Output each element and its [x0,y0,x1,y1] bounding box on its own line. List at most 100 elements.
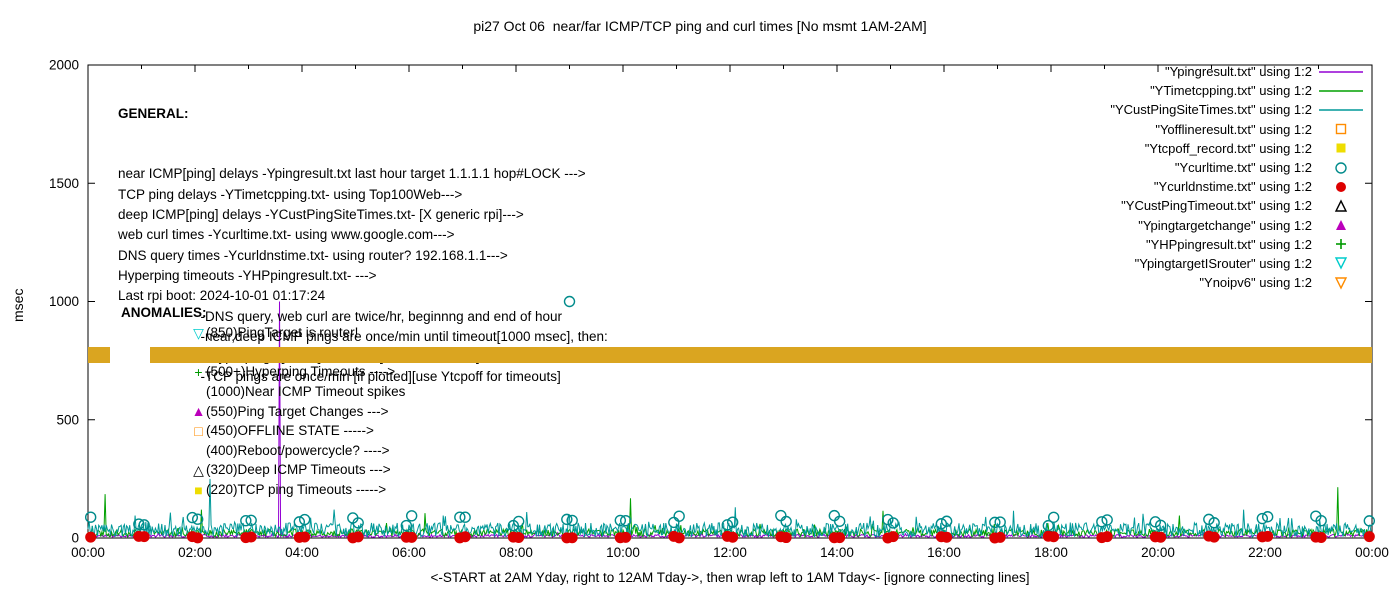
anomaly-text: (1000)Near ICMP Timeout spikes [206,384,406,400]
general-line: -DNS query, web curl are twice/hr, begin… [118,308,562,324]
point-marker [721,519,734,531]
legend-symbol-line-icon [1316,84,1366,98]
legend-row: "YCustPingTimeout.txt" using 1:2 [1110,196,1366,215]
point-marker [989,516,1001,529]
point-marker [561,513,573,526]
point-marker [775,509,787,522]
legend-label: "YCustPingTimeout.txt" using 1:2 [1121,198,1312,214]
legend-symbol-tri-filled-icon [1316,218,1366,232]
legend-symbol-tri-down-open-icon [1316,276,1366,290]
legend-symbol-sq-filled-icon [1316,141,1366,155]
point-marker [133,518,145,530]
point-marker [1261,511,1274,523]
legend-label: "Ycurltime.txt" using 1:2 [1174,160,1312,176]
x-tick-label: 04:00 [285,545,319,560]
x-tick-label: 18:00 [1034,545,1068,560]
legend-label: "Yofflineresult.txt" using 1:2 [1155,121,1312,137]
legend-row: "Yofflineresult.txt" using 1:2 [1110,120,1366,139]
point-marker [668,516,680,529]
x-tick-label: 08:00 [499,545,533,560]
point-marker [1048,531,1060,543]
point-marker [1335,123,1347,135]
anomaly-line: □(450)OFFLINE STATE -----> [121,421,405,441]
legend-row: "Ynoipv6" using 1:2 [1110,273,1366,292]
legend-label: "Ynoipv6" using 1:2 [1199,275,1312,291]
point-marker [352,517,364,529]
legend-label: "Ycurldnstime.txt" using 1:2 [1153,179,1312,195]
point-marker [1208,517,1220,529]
legend-symbol-line-icon [1316,65,1366,79]
point-marker [400,519,413,532]
point-marker [887,531,899,543]
legend: "Ypingresult.txt" using 1:2"YTimetcpping… [1110,62,1366,292]
legend-label: "YCustPingSiteTimes.txt" using 1:2 [1110,102,1312,118]
point-marker [298,513,311,526]
point-marker [566,532,578,544]
anomaly-text: (500+)Hyperping Timeouts ----> [206,364,396,380]
anomalies-annotation: ANOMALIES: ▽(850)PingTarget is router!▽(… [121,303,405,499]
point-marker [726,516,739,528]
point-marker [727,531,739,543]
anomaly-marker-tri-filled-icon: ▲ [191,403,206,420]
point-marker [1363,515,1376,527]
anomaly-line: ▲(550)Ping Target Changes ---> [121,401,405,421]
anomaly-line: +(500+)Hyperping Timeouts ----> [121,362,405,382]
legend-label: "Ytcpoff_record.txt" using 1:2 [1144,140,1312,156]
point-marker [1335,161,1347,174]
point-marker [406,531,418,543]
x-tick-label: 22:00 [1248,545,1282,560]
general-line: TCP ping delays -YTimetcpping.txt- using… [118,186,463,202]
point-marker [1154,519,1167,531]
point-marker [563,295,576,308]
legend-row: "Ytcpoff_record.txt" using 1:2 [1110,139,1366,158]
point-marker [887,517,899,529]
y-tick-label: 1000 [49,294,79,309]
series-Ycurldnstime [85,530,1375,544]
x-tick-label: 06:00 [392,545,426,560]
anomaly-marker-plus-icon: + [194,363,203,380]
legend-symbol-sq-open-icon [1316,122,1366,136]
point-marker [138,519,150,531]
point-marker [84,511,97,523]
point-marker [240,514,252,527]
point-marker [1334,276,1348,290]
general-line: Hyperping timeouts -YHPpingresult.txt- -… [118,267,377,283]
x-axis-note: <-START at 2AM Yday, right to 12AM Tday-… [430,570,1030,585]
point-marker [1315,531,1327,543]
anomaly-marker-tri-down-open-icon: ▽ [193,324,204,341]
point-marker [1336,220,1346,231]
anomaly-text: (550)Ping Target Changes ---> [206,403,389,419]
anomaly-line: (400)Reboot/powercycle? ----> [121,441,405,461]
y-tick-label: 0 [71,531,79,546]
anomaly-line: (1000)Near ICMP Timeout spikes [121,382,405,402]
anomaly-text: (220)TCP ping Timeouts -----> [206,482,387,498]
legend-label: "Ypingtargetchange" using 1:2 [1138,217,1312,233]
anomaly-text: (450)OFFLINE STATE -----> [206,423,374,439]
legend-symbol-circle-open-icon [1316,161,1366,175]
point-marker [1336,143,1346,153]
legend-row: "YHPpingresult.txt" using 1:2 [1110,235,1366,254]
point-marker [673,532,685,544]
point-marker [192,532,204,544]
anomaly-marker-tri-open-icon: △ [193,461,204,478]
point-marker [1334,199,1348,212]
anomaly-marker-sq-filled-icon: ■ [194,481,203,498]
legend-row: "Ycurltime.txt" using 1:2 [1110,158,1366,177]
legend-row: "YpingtargetISrouter" using 1:2 [1110,254,1366,273]
legend-row: "Ypingresult.txt" using 1:2 [1110,62,1366,81]
anomaly-text: (850)PingTarget is router! [206,325,359,341]
legend-label: "Ypingresult.txt" using 1:2 [1164,64,1312,80]
point-marker [191,513,204,525]
x-tick-label: 00:00 [1355,545,1389,560]
legend-row: "Ypingtargetchange" using 1:2 [1110,216,1366,235]
band-Ynoipv6-0 [88,346,111,363]
anomaly-text: (320)Deep ICMP Timeouts ---> [206,462,391,478]
anomaly-line: ▽(850)PingTarget is router! [121,323,405,343]
point-marker [1262,530,1274,542]
point-marker [566,514,578,527]
point-marker [1336,181,1346,192]
y-tick-label: 2000 [49,58,79,73]
x-tick-label: 16:00 [927,545,961,560]
general-line: Last rpi boot: 2024-10-01 01:17:24 [118,288,326,304]
